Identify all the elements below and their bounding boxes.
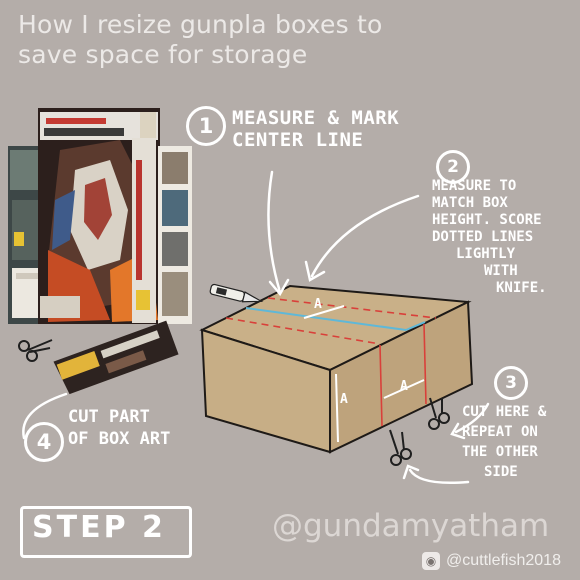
scissors-icon-3: [428, 397, 450, 430]
step-1-line: Measure & mark: [232, 107, 400, 129]
page-title: How I resize gunpla boxes to save space …: [18, 10, 382, 70]
watermark: @gundamyatham: [272, 508, 550, 544]
cardboard-box: [199, 284, 474, 454]
dimension-label-a-top: A: [314, 297, 322, 312]
step-3-number: 3: [494, 366, 528, 400]
credit: ◉ @cuttlefish2018: [422, 552, 561, 570]
scissors-icon-2: [389, 429, 412, 466]
step-2-number: 2: [436, 150, 470, 184]
craft-knife-icon: [209, 283, 264, 303]
step-4-number: 4: [24, 422, 64, 462]
step-2-line: match box: [432, 195, 508, 211]
step-4-text: Cut part of box art: [68, 406, 170, 450]
step-2-text: Measure to match box height. Score dotte…: [432, 178, 547, 297]
step-badge: STEP 2: [32, 510, 166, 545]
score-line-bottom: [225, 317, 381, 345]
step-3-text: Cut here & repeat on the other side: [462, 402, 546, 482]
box-art-front: [38, 108, 160, 324]
step-2-line: lightly: [456, 246, 516, 262]
step-4-line: of box art: [68, 429, 171, 449]
annotation-arrows: [22, 170, 490, 485]
score-line-top: [267, 297, 437, 319]
cut-line-1: [379, 344, 383, 427]
step-1-line: center line: [232, 128, 364, 151]
step-3-line: Cut here &: [462, 404, 547, 420]
box-art-cut-strip: [53, 320, 179, 395]
step-badge-frame: [20, 506, 192, 558]
dimension-label-a-side: A: [340, 392, 348, 407]
step-2-line: height. Score: [432, 212, 542, 228]
credit-handle: @cuttlefish2018: [446, 552, 561, 569]
step-4-line: Cut part: [68, 407, 150, 427]
step-3-line: the other: [462, 444, 538, 460]
center-line: [245, 307, 407, 331]
step-2-line: dotted lines: [432, 229, 534, 245]
dimension-label-a-front: A: [400, 379, 408, 394]
scissors-icon-1: [18, 339, 53, 362]
step-3-line: side: [484, 464, 518, 480]
step-1-number: 1: [186, 106, 226, 146]
step-1-text: Measure & mark center line: [232, 107, 400, 152]
step-3-line: repeat on: [462, 424, 538, 440]
step-2-line: knife.: [496, 280, 547, 296]
title-line-1: How I resize gunpla boxes to: [18, 10, 383, 39]
cut-line-2: [423, 323, 427, 405]
weibo-icon: ◉: [422, 552, 440, 570]
step-2-line: with: [484, 263, 518, 279]
box-art-side-panel: [158, 146, 192, 324]
step-2-line: Measure to: [432, 178, 517, 194]
title-line-2: save space for storage: [18, 40, 308, 69]
